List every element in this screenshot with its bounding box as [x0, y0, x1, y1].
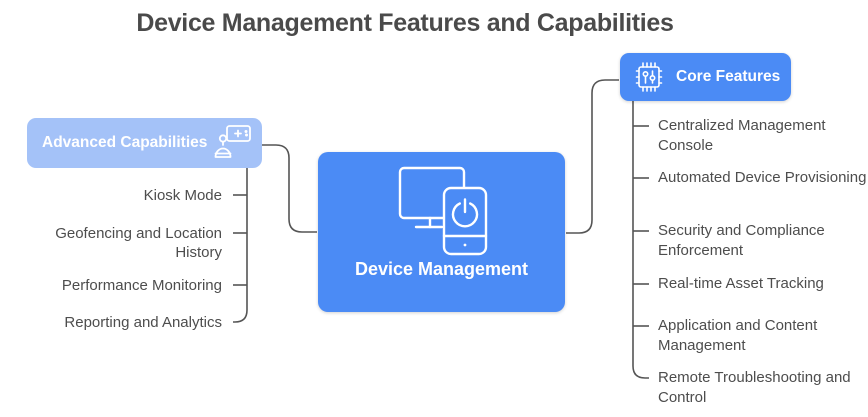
- edge-central-to-core: [566, 79, 619, 234]
- leaf-geofencing-location-history: Geofencing and Location History: [55, 225, 222, 261]
- core-features-label: Core Features: [676, 68, 781, 85]
- advanced-capabilities-label: Advanced Capabilities: [42, 134, 208, 151]
- microchip-circuit-icon: [632, 60, 666, 94]
- advanced-capabilities-node: Advanced Capabilities: [27, 118, 262, 168]
- presenter-with-board-icon: [212, 124, 252, 162]
- leaf-realtime-asset-tracking: Real-time Asset Tracking: [658, 275, 824, 292]
- leaf-application-content-management: Application and Content Management: [658, 317, 818, 354]
- device-management-node: Device Management: [318, 152, 565, 312]
- leaf-automated-device-provisioning: Automated Device Provisioning: [658, 169, 867, 186]
- monitor-and-phone-icon: [392, 162, 492, 257]
- edge-advanced-to-central: [262, 144, 317, 233]
- leaf-security-compliance-enforcement: Security and Compliance Enforcement: [658, 222, 825, 259]
- right-branch-spine: [632, 101, 649, 379]
- leaf-performance-monitoring: Performance Monitoring: [61, 277, 222, 294]
- device-management-label: Device Management: [354, 259, 529, 279]
- leaf-reporting-analytics: Reporting and Analytics: [64, 314, 222, 331]
- leaf-kiosk-mode: Kiosk Mode: [143, 187, 222, 204]
- left-branch-spine: [233, 168, 248, 323]
- page-title: Device Management Features and Capabilit…: [136, 9, 674, 37]
- core-features-node: Core Features: [620, 53, 791, 101]
- leaf-remote-troubleshooting-control: Remote Troubleshooting and Control: [658, 369, 851, 406]
- leaf-centralized-management-console: Centralized Management Console: [658, 117, 826, 154]
